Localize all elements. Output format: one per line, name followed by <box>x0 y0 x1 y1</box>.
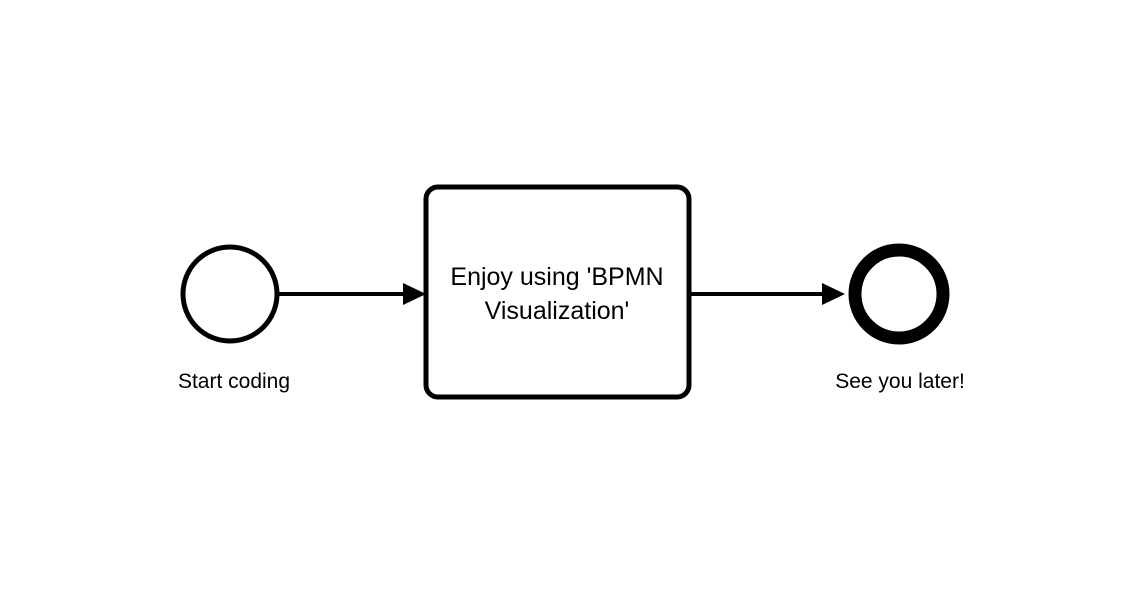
arrow-head-icon <box>403 283 426 305</box>
task-label-line-2: Visualization' <box>485 297 630 325</box>
end-event-circle-icon <box>848 243 950 345</box>
task-node[interactable] <box>423 184 692 400</box>
sequence-flow-task-to-end[interactable] <box>690 283 845 305</box>
arrow-head-icon <box>822 283 845 305</box>
end-event[interactable] <box>848 243 950 345</box>
sequence-flow-start-to-task[interactable] <box>279 283 426 305</box>
start-event[interactable] <box>180 244 280 344</box>
end-event-label: See you later! <box>835 370 965 393</box>
start-event-label: Start coding <box>178 370 290 393</box>
task-rounded-rectangle <box>423 184 692 400</box>
task-label-line-1: Enjoy using 'BPMN <box>450 263 663 291</box>
start-event-circle-icon <box>180 244 280 344</box>
